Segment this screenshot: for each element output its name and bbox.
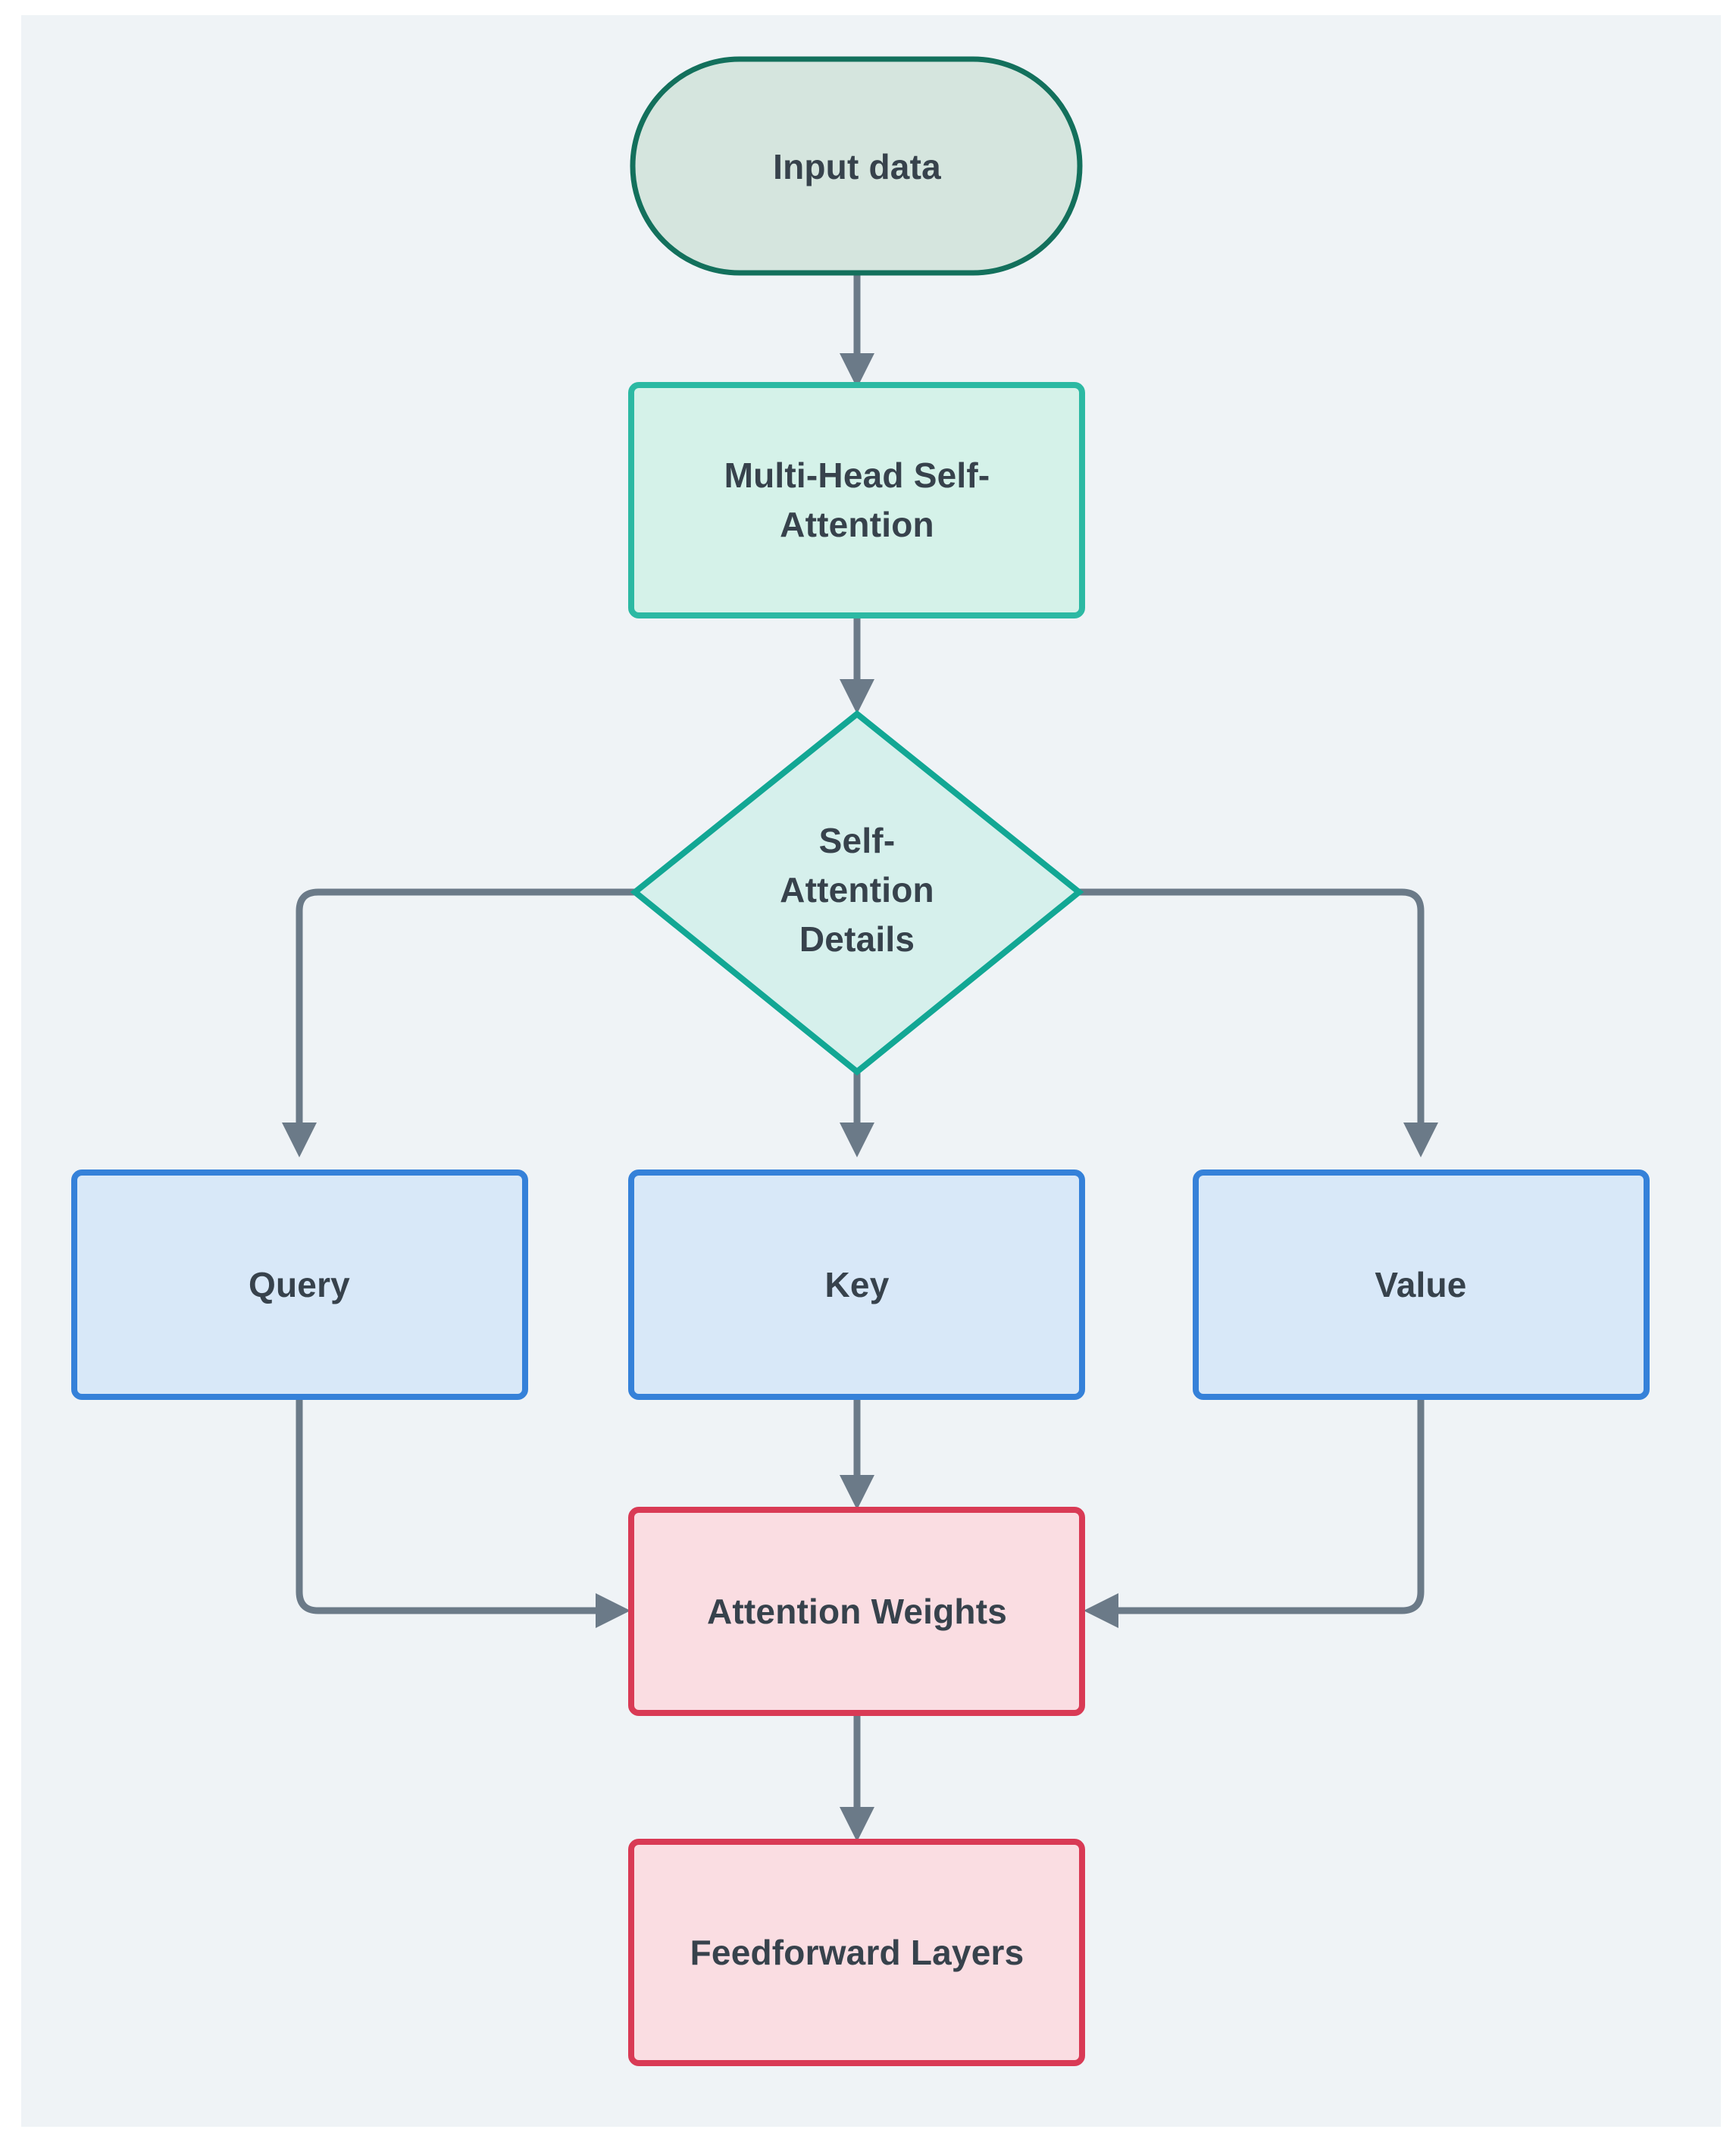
node-value[interactable]: Value	[1193, 1170, 1650, 1400]
node-multi-head-self-attention[interactable]: Multi-Head Self- Attention	[628, 382, 1085, 618]
node-self-attention-details-shape	[630, 709, 1084, 1076]
node-key[interactable]: Key	[628, 1170, 1085, 1400]
edge-details-to-key	[840, 1068, 874, 1157]
node-feedforward-layers-label: Feedforward Layers	[690, 1933, 1024, 1972]
node-query-label: Query	[249, 1265, 350, 1304]
edge-layer	[282, 269, 1438, 1842]
node-value-shape	[1193, 1170, 1650, 1400]
node-multi-head-self-attention-label-line1: Multi-Head Self-	[724, 456, 990, 495]
node-input-data-label: Input data	[773, 147, 941, 186]
node-attention-weights-label: Attention Weights	[707, 1592, 1007, 1631]
node-self-attention-details[interactable]: Self- Attention Details	[630, 709, 1084, 1076]
edge-input-to-mhsa	[840, 269, 874, 388]
edge-weights-to-feedforward	[840, 1709, 874, 1842]
node-input-data[interactable]: Input data	[630, 56, 1083, 276]
node-key-label: Key	[825, 1265, 890, 1304]
node-feedforward-layers[interactable]: Feedforward Layers	[628, 1839, 1085, 2066]
edge-details-to-value	[1075, 888, 1438, 1157]
edge-value-to-weights	[1084, 1393, 1425, 1628]
node-self-attention-details-label-line2: Attention	[780, 870, 934, 910]
node-query[interactable]: Query	[71, 1170, 528, 1400]
node-multi-head-self-attention-label-line2: Attention	[780, 505, 934, 544]
node-query-shape	[71, 1170, 528, 1400]
node-value-label: Value	[1375, 1265, 1466, 1304]
node-attention-weights-shape	[628, 1507, 1085, 1716]
edge-details-to-query	[282, 888, 639, 1157]
node-multi-head-self-attention-shape	[628, 382, 1085, 618]
node-input-data-shape	[630, 56, 1083, 276]
node-attention-weights[interactable]: Attention Weights	[628, 1507, 1085, 1716]
node-key-shape	[628, 1170, 1085, 1400]
canvas-background	[21, 15, 1721, 2127]
edge-query-to-weights	[296, 1393, 630, 1628]
node-self-attention-details-label-line3: Details	[799, 919, 915, 959]
edge-key-to-weights	[840, 1393, 874, 1510]
node-self-attention-details-label-line1: Self-	[819, 821, 896, 860]
edge-mhsa-to-details	[840, 612, 874, 714]
node-feedforward-layers-shape	[628, 1839, 1085, 2066]
node-layer: Input data Multi-Head Self- Attention Se…	[71, 56, 1650, 2066]
